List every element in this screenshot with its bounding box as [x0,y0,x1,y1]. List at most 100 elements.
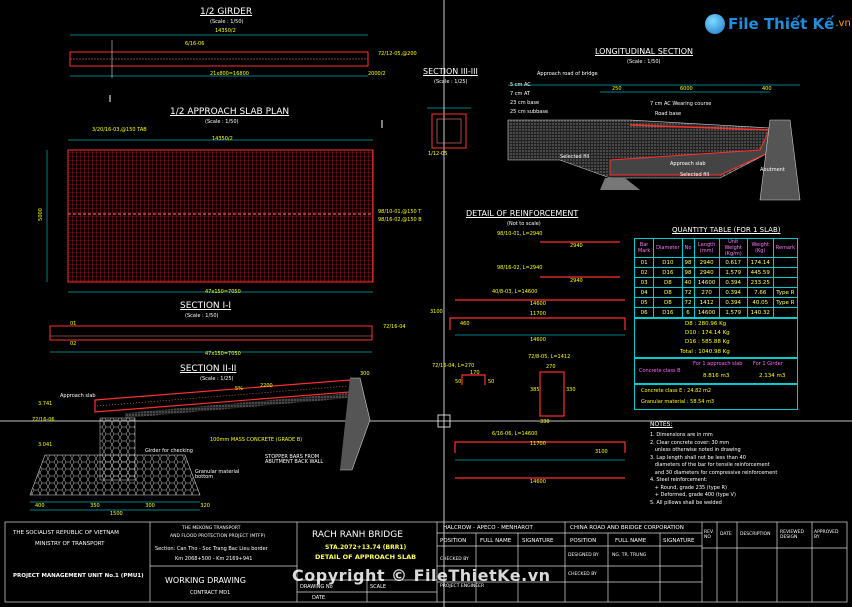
note-item: + Round, grade 235 (type R) [650,484,727,491]
reinforcement-dim-12: 3100 [595,449,608,455]
reinforcement-bar-2: 40/8-03, L=14600 [492,289,538,295]
quantity-cell: 445.59 [746,267,774,278]
longitudinal-road-base: Road base [655,111,682,117]
plan-rebar-top: 3/20/16-03,@150 TAB [92,127,147,133]
plan-dim-bottom: 47x150=7050 [205,289,241,295]
th-weight: Weight (Kg) [746,238,774,258]
concrete-head1: For 1 approach slab [693,361,743,367]
longitudinal-scale: (Scale : 1/50) [627,59,661,65]
quantity-cell: 1412 [693,297,720,308]
concrete-extra: Concrete class E : 24.82 m2 Granular mat… [634,384,798,410]
quantity-cell [772,307,799,318]
layer-0: 5 cm AC [510,82,531,88]
reinforcement-bar-4: 72/8-05, L=1412 [528,354,571,360]
reinforcement-bar-0: 98/10-01, L=2940 [497,231,543,237]
th-no: No [681,238,695,258]
reinforcement-dim-9: 50 [488,379,495,385]
tb-km: Km 2068+500 - Km 2169+941 [175,556,253,562]
tb-contractor: CHINA ROAD AND BRIDGE CORPORATION [570,525,684,531]
section1-bar-label-top: 01 [70,321,77,327]
total-d16: D16 : 585.88 Kg [685,339,730,345]
tb-fullname-2: FULL NAME [615,538,647,544]
section2-dim-6: 300 [360,371,370,377]
plan-rebar-r1: 98/10-01,@150 T [378,209,422,215]
tb-drawing-no: DRAWING No [300,584,333,590]
quantity-cell [772,267,799,278]
reinforcement-dim-7: 170 [470,370,480,376]
longitudinal-title: LONGITUDINAL SECTION [595,47,693,56]
tb-contract: CONTRACT MD1 [190,590,231,596]
total-grand: Total : 1040.98 Kg [680,349,730,355]
tb-checked-by: CHECKED BY [440,557,469,562]
reinforcement-bar-5: 6/16-06, L=14600 [492,431,538,437]
tb-consultant: HALCROW - APECO - MENHAROT [443,525,533,531]
note-item: unless otherwise noted in drawing [650,447,741,453]
longitudinal-selected-fill: Selected fill [560,154,590,160]
tb-designed-by: DESIGNED BY [568,553,599,558]
tb-position-1: POSITION [440,538,467,544]
quantity-cell: 6 [681,307,695,318]
quantity-cell: 0.394 [718,287,748,298]
tb-project2: AND FLOOD PROTECTION PROJECT (MTFP) [170,534,266,539]
longitudinal-dim-1: 6000 [680,86,693,92]
concrete-val2: 2.134 m3 [759,373,786,379]
girder-title: 1/2 GIRDER [200,7,253,17]
reinforcement-dim-10: 270 [546,364,556,370]
quantity-cell: 03 [633,277,655,288]
tb-ministry: MINISTRY OF TRANSPORT [35,541,105,547]
section1-bar-label-bottom: 02 [70,341,77,347]
section1-title: SECTION I-I [180,301,232,311]
quantity-cell: 98 [681,257,695,268]
section2-dim-4: 1500 [110,511,123,517]
quantity-title: QUANTITY TABLE (FOR 1 SLAB) [672,226,781,234]
granular-material: Granular material : 58.54 m3 [641,399,715,405]
reinforcement-dim-4: 3100 [430,309,443,315]
tb-position-2: POSITION [570,538,597,544]
tb-description: DESCRIPTION [740,532,771,537]
girder-rebar-a: 6/16-06 [185,41,205,47]
logo-text: File Thiết Kế [728,14,835,33]
logo-domain: .vn [835,18,851,29]
tb-signature-1: SIGNATURE [522,538,554,544]
quantity-cell: 14600 [693,277,720,288]
quantity-cell: 72 [681,287,695,298]
concrete-label: Concrete class B [639,368,681,374]
section-2-view [29,377,371,511]
girder-scale: (Scale : 1/50) [210,19,244,25]
tb-scale: SCALE [370,584,387,590]
th-length: Length (mm) [693,238,720,258]
layer-1: 7 cm AT [510,91,531,97]
copyright-watermark: Copyright © FileThietKe.vn [292,566,551,585]
quantity-cell: 98 [681,267,695,278]
brand-logo[interactable]: File Thiết Kế .vn [705,14,851,34]
total-d10: D10 : 174.14 Kg [685,330,730,336]
plan-scale: (Scale : 1/50) [205,119,239,125]
reinforcement-dim-2: 14600 [530,301,546,307]
tb-checked-by-2: CHECKED BY [568,572,597,577]
tb-detail: DETAIL OF APPROACH SLAB [315,553,417,561]
tb-pmu: PROJECT MANAGEMENT UNIT No.1 (PMU1) [13,573,144,579]
section2-approach: Approach slab [60,393,96,399]
tb-designer: NG. TR. TRUNG [612,553,647,558]
section1-label: 72/16-04 [383,324,406,330]
reinforcement-dim-6: 460 [460,321,470,327]
quantity-cell: 02 [633,267,655,278]
quantity-cell: 270 [693,287,720,298]
concrete-head2: For 1 Girder [753,361,783,367]
quantity-cell: 1.579 [718,307,748,318]
tb-signature-2: SIGNATURE [663,538,695,544]
section2-concrete: 100mm MASS CONCRETE (GRADE B) [210,437,303,443]
reinforcement-scale: (Not to scale) [507,221,541,227]
reinforcement-dim-0: 2940 [570,243,583,249]
quantity-cell: 0.617 [718,257,748,268]
section2-dim-0: 400 [35,503,45,509]
concrete-box: Concrete class B For 1 approach slab For… [634,358,798,384]
tb-sta: STA.2072+13.74 (BRR1) [325,544,407,551]
tb-rev: REV. NO [704,530,714,540]
